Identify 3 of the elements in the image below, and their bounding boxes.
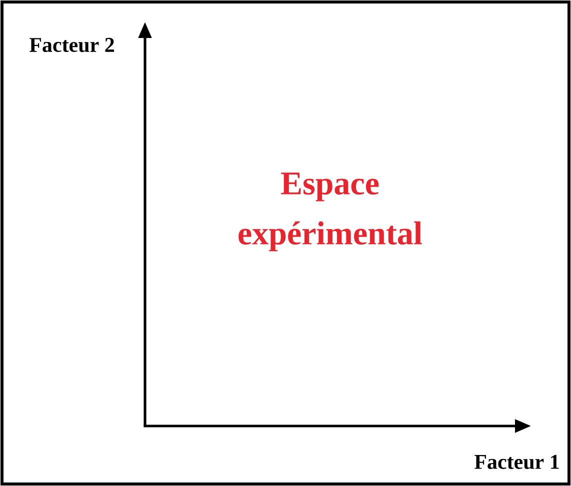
region-label: Espace expérimental	[238, 172, 422, 252]
axis-label: Facteur 1	[474, 454, 559, 470]
axis-label: Facteur 2	[30, 38, 114, 52]
